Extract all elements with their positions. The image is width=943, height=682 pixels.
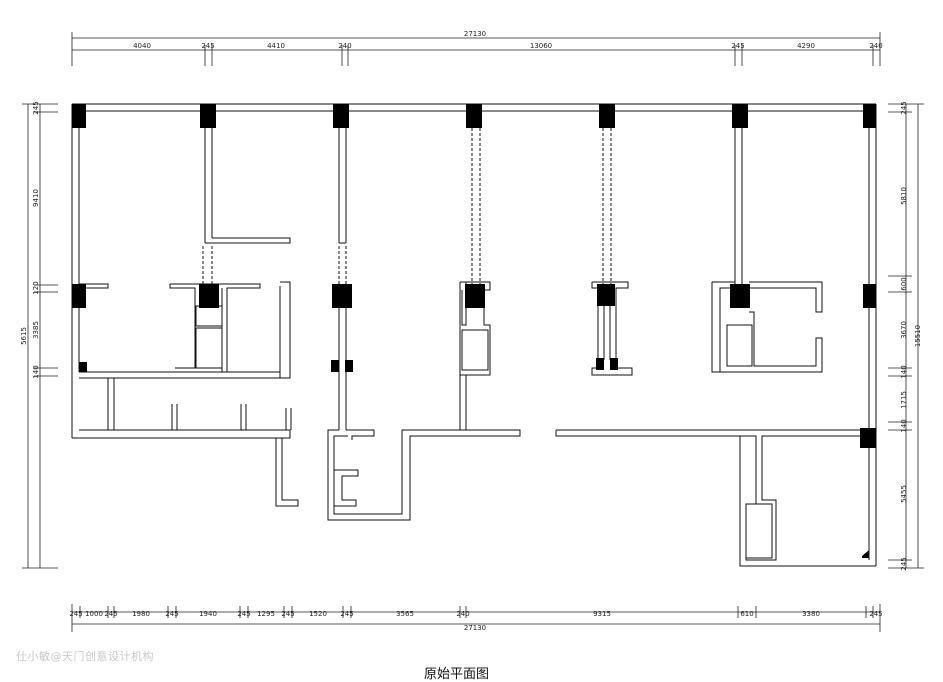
column-13: [730, 284, 750, 308]
right-dim-6: 1715: [900, 391, 908, 409]
top-dimension-lines: [71, 32, 881, 66]
top-dim-8: 240: [869, 42, 882, 50]
column-3: [333, 104, 349, 128]
bottom-dim-12: 3565: [396, 610, 414, 618]
left-dimension-lines: [22, 103, 58, 569]
column-small-2: [331, 360, 339, 372]
column-6: [732, 104, 748, 128]
right-dim-2: 5810: [900, 187, 908, 205]
bottom-dim-1: 245: [69, 610, 82, 618]
right-dim-3: 600: [900, 277, 908, 290]
bottom-dim-6: 1940: [199, 610, 217, 618]
column-small-4: [596, 358, 604, 370]
bottom-dim-9: 245: [281, 610, 294, 618]
left-dim-1: 245: [32, 101, 40, 114]
right-dim-total: 15510: [914, 325, 922, 347]
column-14: [863, 284, 876, 308]
bottom-dim-17: 245: [869, 610, 882, 618]
right-dim-1: 245: [900, 101, 908, 114]
column-small-6: [862, 550, 869, 558]
watermark: 仕小敏@天门创意设计机构: [16, 650, 154, 663]
bottom-dim-3: 245: [104, 610, 117, 618]
bottom-dim-13: 240: [456, 610, 469, 618]
right-dim-8: 5455: [900, 485, 908, 503]
left-dim-3: 120: [32, 281, 40, 294]
bottom-dim-total: 27130: [464, 624, 486, 632]
bottom-dim-10: 1520: [309, 610, 327, 618]
drawing-caption: 原始平面图: [424, 667, 490, 682]
bottom-dim-14: 9315: [593, 610, 611, 618]
bottom-dim-8: 1295: [257, 610, 275, 618]
left-dim-4: 3385: [32, 321, 40, 339]
column-1: [72, 104, 86, 128]
top-dim-1: 4040: [133, 42, 151, 50]
bottom-dim-11: 245: [340, 610, 353, 618]
top-dim-4: 240: [338, 42, 351, 50]
column-small-3: [345, 360, 353, 372]
top-dim-total: 27130: [464, 30, 486, 38]
top-dim-3: 4410: [267, 42, 285, 50]
bottom-dim-5: 245: [165, 610, 178, 618]
top-dim-7: 4290: [797, 42, 815, 50]
column-small-1: [79, 362, 87, 372]
column-8: [72, 284, 86, 308]
column-9: [199, 284, 219, 308]
column-4: [466, 104, 482, 128]
top-dim-6: 245: [731, 42, 744, 50]
top-dim-5: 13060: [530, 42, 552, 50]
left-dim-total: 5615: [20, 327, 28, 345]
column-5: [599, 104, 615, 128]
left-dim-5: 140: [32, 365, 40, 378]
column-11: [465, 284, 485, 308]
right-dim-7: 140: [900, 419, 908, 432]
bottom-dim-2: 1000: [85, 610, 103, 618]
bottom-dim-15: 610: [740, 610, 753, 618]
right-dimension-lines: [888, 103, 924, 569]
right-dim-9: 245: [900, 557, 908, 570]
structural-columns: [72, 104, 876, 558]
right-dim-5: 140: [900, 365, 908, 378]
beam-dashed-lines: [202, 128, 612, 284]
walls: [71, 103, 877, 567]
bottom-dim-16: 3380: [802, 610, 820, 618]
column-15: [860, 428, 876, 448]
bottom-dim-4: 1980: [132, 610, 150, 618]
bottom-dimension-lines: [71, 604, 881, 632]
column-7: [863, 104, 876, 128]
column-small-5: [610, 358, 618, 370]
left-dim-2: 9410: [32, 189, 40, 207]
top-dim-2: 245: [201, 42, 214, 50]
bottom-dim-7: 245: [237, 610, 250, 618]
column-10: [332, 284, 352, 308]
column-12: [597, 284, 615, 306]
right-dim-4: 3670: [900, 321, 908, 339]
column-2: [200, 104, 216, 128]
